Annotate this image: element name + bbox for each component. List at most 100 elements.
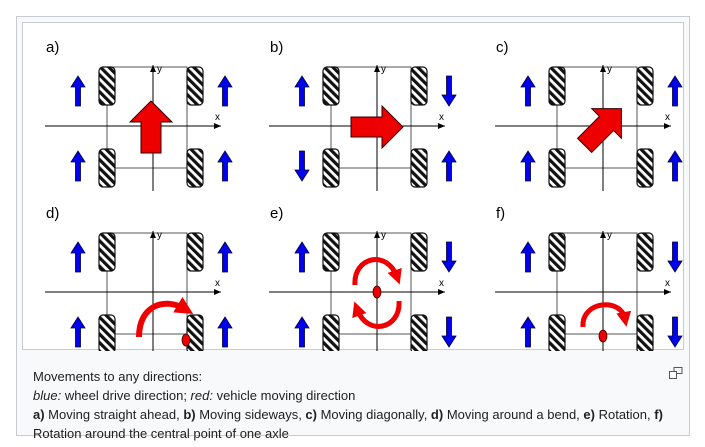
wheel-rear-right [186, 148, 204, 188]
wheel-front-right [186, 66, 204, 106]
x-axis-arrowhead [664, 289, 671, 295]
x-axis-arrowhead [214, 123, 221, 129]
panel-b: b) x y [269, 39, 457, 191]
blue-arrow-front-right [441, 75, 457, 107]
panel-label: b) [270, 39, 283, 56]
x-axis-label: x [439, 278, 444, 289]
wheel-front-left [98, 66, 116, 106]
panel-label: a) [46, 39, 59, 56]
red-axle-center-dot [598, 329, 608, 343]
legend-blue-text: wheel drive direction; [61, 388, 191, 403]
caption-key-d: d) [430, 407, 444, 422]
blue-arrow-front-left [70, 241, 86, 273]
wheel-rear-left [98, 314, 116, 351]
wheel-rear-left [322, 148, 340, 188]
wheel-front-left [548, 232, 566, 272]
y-axis-label: y [157, 64, 162, 75]
blue-arrow-front-left [520, 75, 536, 107]
wheel-front-right [636, 66, 654, 106]
caption-text-c: Moving diagonally, [316, 407, 431, 422]
wheel-rear-right [636, 148, 654, 188]
red-rotation-arrow-bottom [352, 300, 402, 329]
red-center-dot [372, 285, 382, 299]
blue-arrow-rear-left [70, 316, 86, 348]
blue-arrow-rear-right [217, 150, 233, 182]
blue-arrow-rear-right [441, 150, 457, 182]
wheel-rear-left [548, 314, 566, 351]
caption-text-f: Rotation around the central point of one… [33, 426, 289, 441]
chassis-outline [106, 232, 188, 335]
red-pivot-dot [181, 333, 191, 347]
y-axis-arrowhead [600, 65, 606, 72]
y-axis-label: y [607, 64, 612, 75]
blue-arrow-rear-right [667, 150, 683, 182]
x-axis-label: x [665, 278, 670, 289]
legend-blue: blue: [33, 388, 62, 403]
chassis-outline [330, 66, 412, 169]
magnify-clip-icon[interactable] [669, 366, 683, 379]
caption-key-e: e) [583, 407, 595, 422]
chassis-outline [556, 232, 638, 335]
blue-arrow-front-left [520, 241, 536, 273]
blue-arrow-rear-left [70, 150, 86, 182]
caption-key-b: b) [183, 407, 196, 422]
wheel-front-left [322, 232, 340, 272]
x-axis-arrowhead [438, 289, 445, 295]
y-axis-arrowhead [150, 231, 156, 238]
x-axis-label: x [215, 112, 220, 123]
red-bend-arrow [136, 296, 194, 338]
blue-arrow-front-right [217, 75, 233, 107]
mecanum-movement-diagram: a)xyb)xyc)xyd)xye)xyf)xy [45, 39, 683, 351]
wheel-rear-left [322, 314, 340, 351]
wheel-front-right [410, 232, 428, 272]
caption-key-c: c) [305, 407, 317, 422]
blue-arrow-front-left [70, 75, 86, 107]
panel-label: f) [496, 205, 505, 222]
blue-arrow-front-right [441, 241, 457, 273]
panel-f: f) x y [495, 205, 683, 351]
blue-arrow-rear-right [441, 316, 457, 348]
y-axis-label: y [381, 230, 386, 241]
wheel-rear-left [548, 148, 566, 188]
red-vehicle-arrow [576, 108, 622, 154]
y-axis-arrowhead [600, 231, 606, 238]
chassis-outline [330, 232, 412, 335]
caption-line-1: Movements to any directions: [33, 369, 203, 384]
wheel-front-left [322, 66, 340, 106]
panel-a: a) x y [45, 39, 233, 191]
caption-text-e: Rotation, [594, 407, 655, 422]
x-axis-label: x [665, 112, 670, 123]
x-axis-arrowhead [664, 123, 671, 129]
blue-arrow-rear-right [217, 316, 233, 348]
red-rotation-arrow-top [352, 257, 402, 286]
panel-label: c) [496, 39, 509, 56]
x-axis-label: x [439, 112, 444, 123]
figure-caption: Movements to any directions: blue: wheel… [33, 367, 665, 443]
y-axis-label: y [607, 230, 612, 241]
caption-items: a) Moving straight ahead, b) Moving side… [33, 405, 665, 443]
blue-arrow-front-right [667, 241, 683, 273]
y-axis-label: y [381, 64, 386, 75]
panel-d: d)xy [45, 205, 233, 351]
blue-arrow-front-left [294, 241, 310, 273]
wheel-front-right [636, 232, 654, 272]
caption-text-d: Moving around a bend, [443, 407, 584, 422]
caption-key-f: f) [654, 407, 663, 422]
blue-arrow-rear-left [294, 150, 310, 182]
red-vehicle-arrow [350, 104, 404, 150]
legend-red-text: vehicle moving direction [212, 388, 356, 403]
blue-arrow-front-left [294, 75, 310, 107]
blue-arrow-front-right [217, 241, 233, 273]
wheel-front-right [410, 66, 428, 106]
blue-arrow-rear-left [520, 316, 536, 348]
caption-key-a: a) [33, 407, 45, 422]
panel-e: e) x y [269, 205, 457, 351]
y-axis-arrowhead [374, 231, 380, 238]
blue-arrow-rear-left [294, 316, 310, 348]
caption-text-b: Moving sideways, [195, 407, 306, 422]
legend-red: red: [190, 388, 213, 403]
y-axis-label: y [157, 230, 162, 241]
panel-label: e) [270, 205, 283, 222]
y-axis-arrowhead [374, 65, 380, 72]
